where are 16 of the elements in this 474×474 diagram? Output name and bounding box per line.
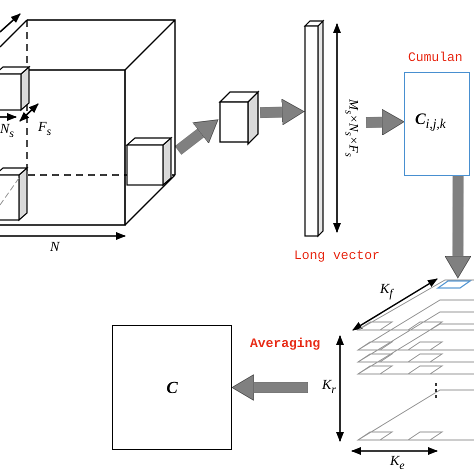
arrow <box>260 98 304 126</box>
arrow <box>174 119 218 155</box>
arrow <box>444 176 472 278</box>
math-symbol: C <box>166 378 178 398</box>
dimension-label: K$_{e}$ <box>390 454 405 472</box>
arrow <box>366 108 404 136</box>
dimension-label: N$_{s}$ <box>0 122 14 140</box>
math-symbol: C$_{i,j,k}$ <box>415 111 446 132</box>
box-heading: Cumulan <box>408 50 463 65</box>
dimension-label: K$_{f}$ <box>380 282 393 300</box>
matrix-box <box>112 325 232 450</box>
dimension-label: F$_{s}$ <box>38 120 52 138</box>
node-label: Long vector <box>294 248 380 263</box>
edge-label: Averaging <box>250 336 320 351</box>
dimension-label: K$_{r}$ <box>322 378 336 396</box>
dimension-label: N <box>50 240 60 256</box>
